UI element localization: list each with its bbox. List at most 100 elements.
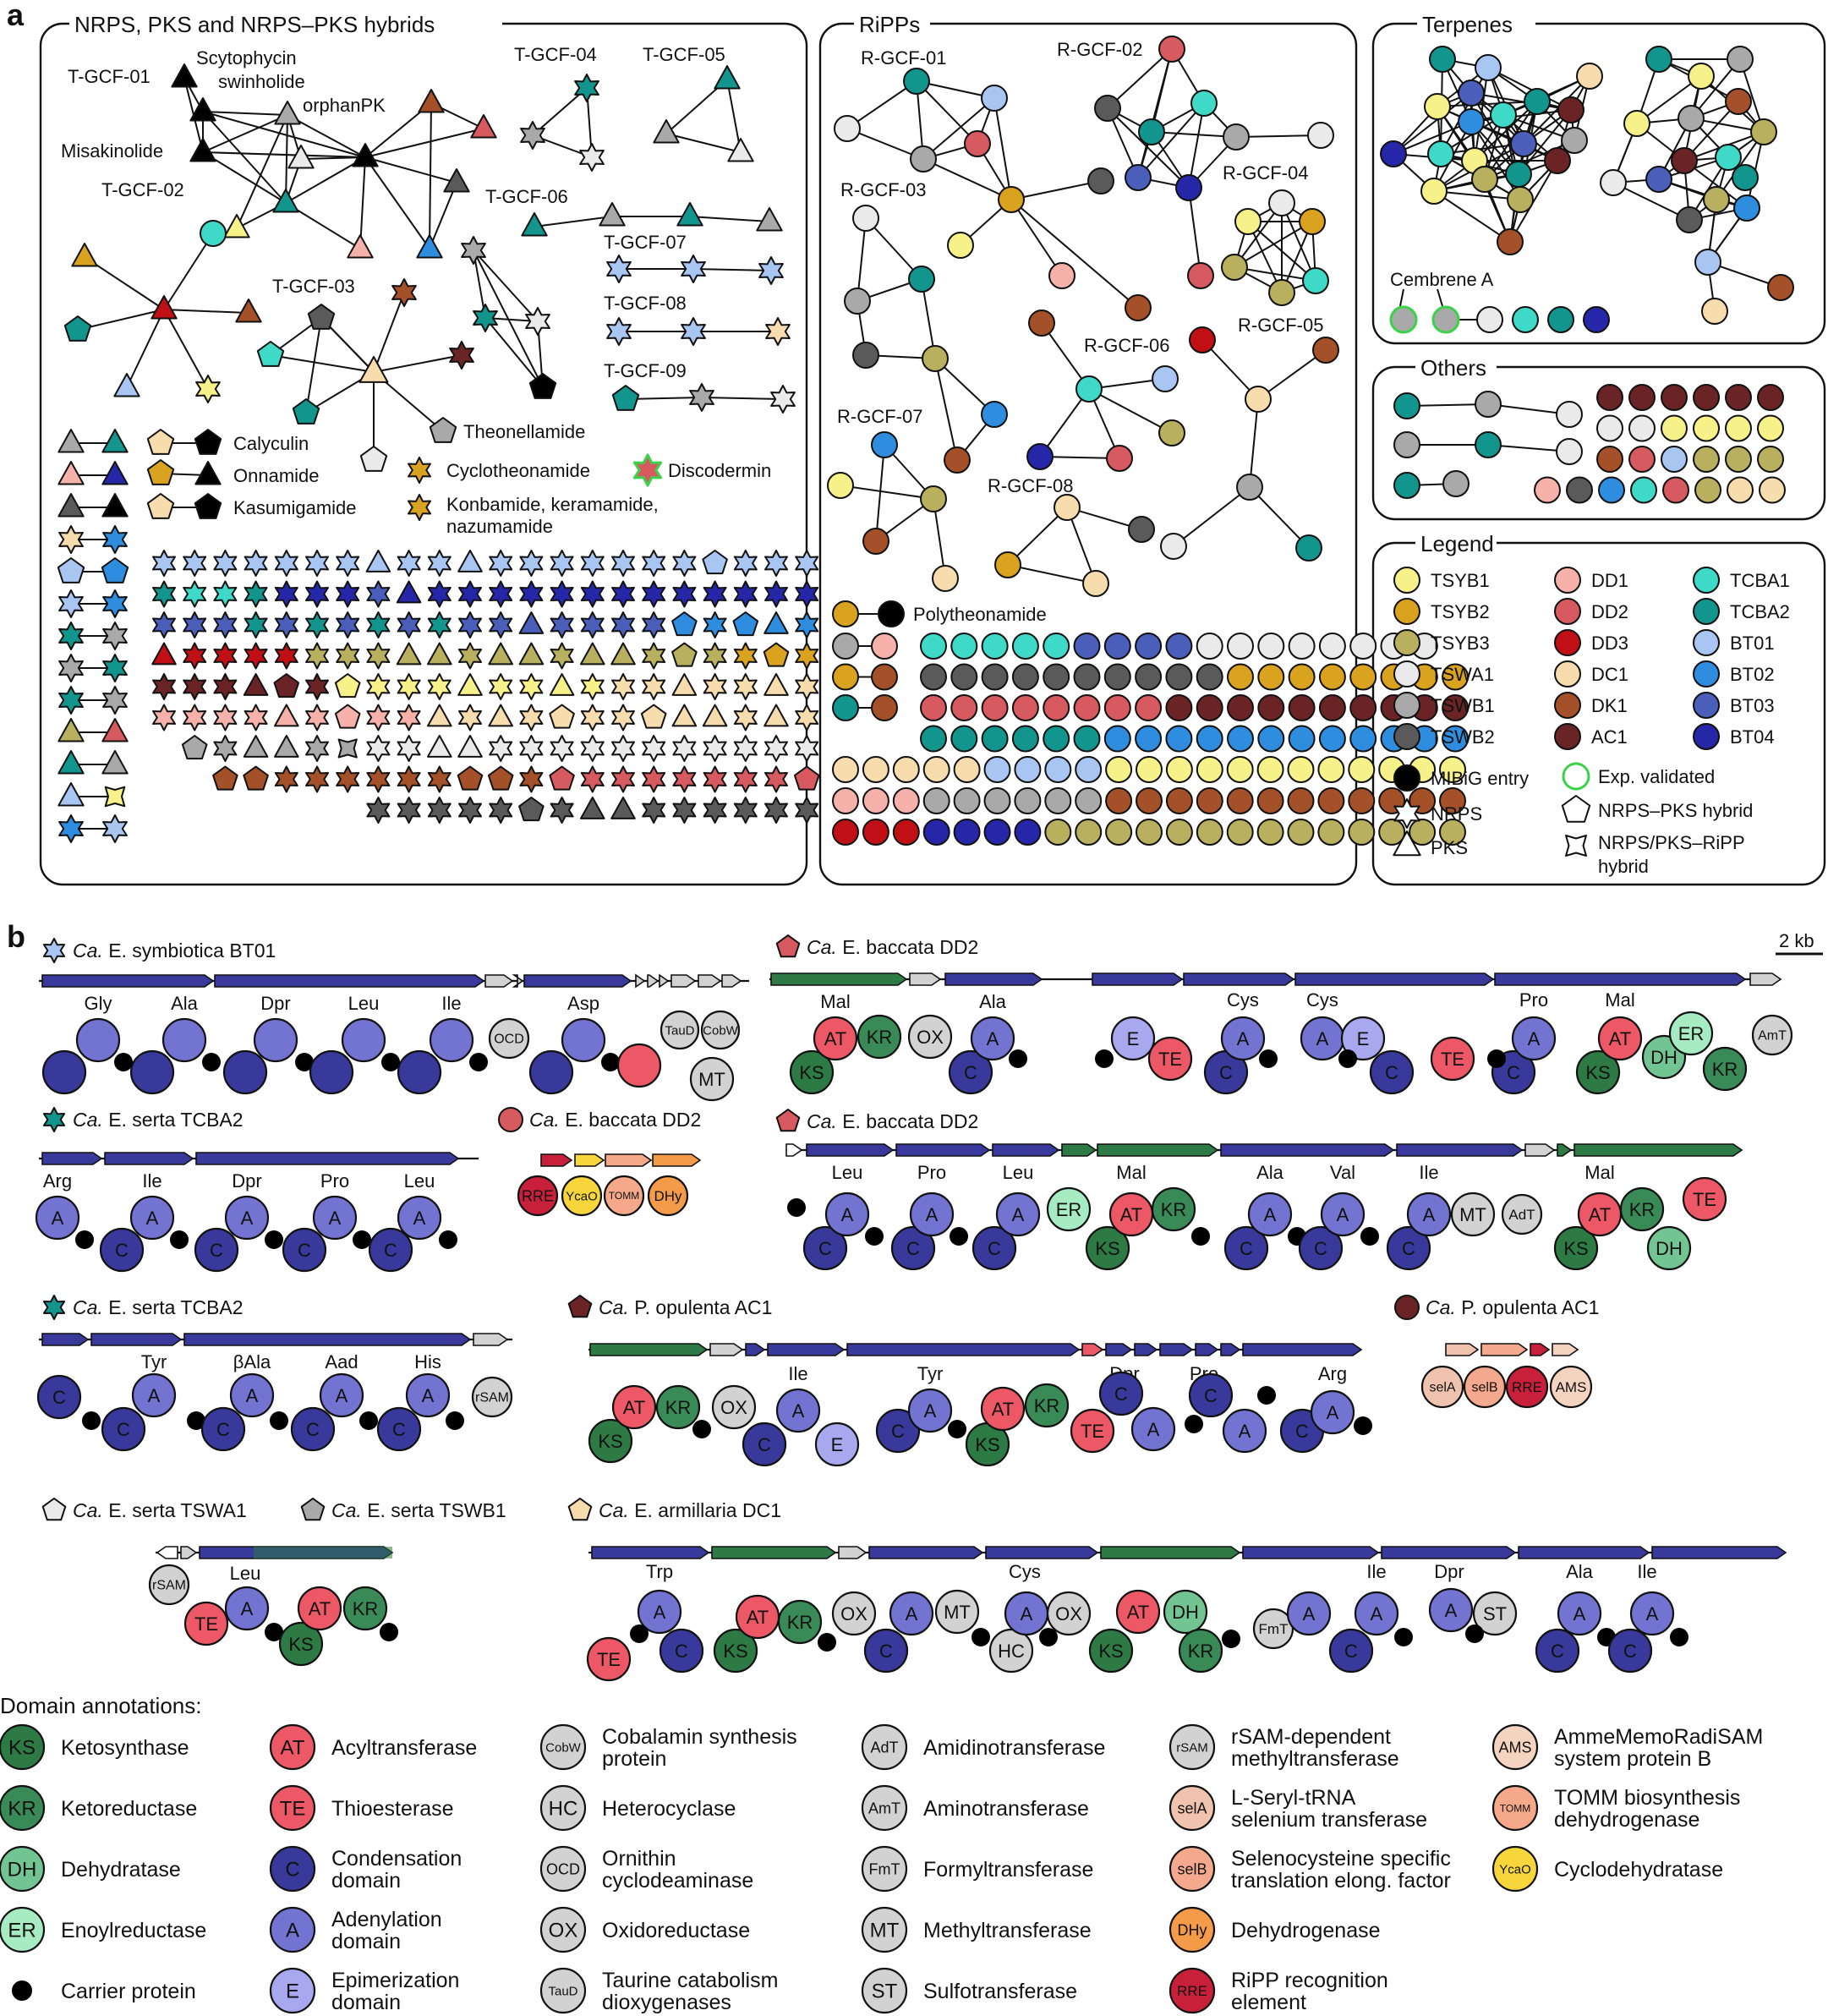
network-node-515 <box>1475 391 1502 418</box>
network-node-286 <box>1094 95 1121 122</box>
gene-arrow-13 <box>909 972 942 986</box>
gene-arrow-53 <box>1242 1343 1363 1356</box>
network-node-100 <box>550 550 574 577</box>
svg-text:Ketoreductase: Ketoreductase <box>61 1797 197 1821</box>
network-node-528 <box>1596 414 1623 442</box>
svg-text:C: C <box>1623 1641 1637 1662</box>
network-node-114 <box>305 580 329 608</box>
svg-text:A: A <box>1445 1600 1458 1621</box>
gene-arrow-15 <box>1092 972 1184 986</box>
network-node-60 <box>57 557 85 583</box>
network-node-273 <box>764 797 788 824</box>
network-node-31 <box>579 143 605 172</box>
svg-text:A: A <box>926 1204 939 1225</box>
network-node-228 <box>457 735 483 758</box>
domain-52: DHy <box>647 1175 689 1217</box>
network-node-411 <box>953 756 981 783</box>
network-node-118 <box>427 580 452 608</box>
network-node-407 <box>832 756 859 783</box>
network-node-10 <box>443 168 470 193</box>
network-node-535 <box>1628 446 1656 473</box>
svg-text:DHy: DHy <box>654 1188 682 1204</box>
label-66: Cys <box>1227 989 1259 1011</box>
network-node-238 <box>764 735 788 762</box>
network-node-76 <box>58 814 84 843</box>
svg-text:KR: KR <box>1161 1199 1187 1220</box>
network-node-226 <box>397 735 421 762</box>
carrier-protein <box>265 1623 283 1641</box>
domain-120: KR <box>777 1599 823 1645</box>
label-85: Aad <box>325 1351 358 1372</box>
domain-79: C <box>200 1406 246 1452</box>
svg-text:AT: AT <box>1589 1204 1611 1225</box>
network-node-371 <box>920 694 947 721</box>
network-node-129 <box>764 580 788 608</box>
label-39: DD2 <box>1591 601 1628 622</box>
label-74: Leu <box>404 1170 435 1192</box>
network-node-156 <box>244 642 268 670</box>
network-node-47 <box>681 317 706 346</box>
network-node-203 <box>334 704 361 729</box>
network-node-547 <box>1759 476 1786 504</box>
domain-annotations-title: Domain annotations: <box>0 1693 201 1718</box>
svg-text:TOMM biosynthesis: TOMM biosynthesis <box>1554 1786 1740 1810</box>
svg-text:A: A <box>246 1385 259 1406</box>
svg-text:ER: ER <box>1678 1023 1705 1044</box>
domain-113: AT <box>297 1586 342 1631</box>
network-node-393 <box>1043 725 1070 753</box>
carrier-protein <box>1191 1227 1210 1246</box>
domain-117: C <box>659 1628 704 1674</box>
network-node-96 <box>427 550 452 577</box>
network-node-337 <box>950 633 978 660</box>
svg-text:OX: OX <box>840 1603 867 1624</box>
network-node-282 <box>1048 262 1075 289</box>
network-node-49 <box>611 385 640 411</box>
gene-arrow-24 <box>574 1153 605 1167</box>
gene-arrow-25 <box>605 1153 653 1167</box>
network-node-44 <box>681 255 706 283</box>
gene-arrow-1 <box>41 974 215 988</box>
network-node-335 <box>871 694 898 721</box>
svg-text:selB: selB <box>1177 1860 1207 1877</box>
network-node-465 <box>1317 819 1345 846</box>
network-node-202 <box>305 704 329 731</box>
gene-arrow-65 <box>985 1546 1099 1559</box>
svg-text:AT: AT <box>1609 1028 1631 1049</box>
network-node-431 <box>922 787 950 814</box>
network-node-310 <box>1236 474 1263 501</box>
network-node-121 <box>519 580 544 608</box>
network-node-190 <box>611 673 635 700</box>
network-node-290 <box>1307 122 1334 149</box>
svg-text:KR: KR <box>1629 1199 1656 1220</box>
gene-arrow-11 <box>721 974 742 988</box>
domain-37: ER <box>1668 1011 1714 1056</box>
network-node-255 <box>672 765 697 793</box>
network-node-132 <box>183 611 207 638</box>
network-node-400 <box>1257 725 1285 753</box>
network-node-134 <box>244 611 268 638</box>
network-node-22 <box>307 304 336 330</box>
svg-text:A: A <box>52 1208 64 1229</box>
gene-arrow-6 <box>635 973 646 989</box>
network-edge-120 <box>934 358 958 461</box>
label-16: Onnamide <box>233 465 320 486</box>
svg-text:YcaO: YcaO <box>1499 1862 1531 1876</box>
network-node-59 <box>102 525 128 554</box>
svg-text:C: C <box>675 1641 688 1662</box>
svg-text:YcaO: YcaO <box>566 1189 598 1203</box>
svg-text:DH: DH <box>1656 1238 1683 1259</box>
network-node-495 <box>1750 118 1777 145</box>
domain-83: C <box>376 1406 422 1452</box>
network-node-503 <box>1727 46 1754 73</box>
network-node-229 <box>489 735 513 762</box>
domain-123: A <box>889 1591 934 1636</box>
scale-label: 2 kb <box>1779 930 1814 951</box>
svg-text:AmT: AmT <box>1758 1029 1787 1044</box>
network-edge-141 <box>1249 486 1310 549</box>
nrps-box-title: NRPS, PKS and NRPS–PKS hybrids <box>74 12 435 37</box>
network-node-378 <box>1135 694 1163 721</box>
svg-text:MT: MT <box>698 1069 725 1090</box>
network-node-48 <box>765 317 791 346</box>
